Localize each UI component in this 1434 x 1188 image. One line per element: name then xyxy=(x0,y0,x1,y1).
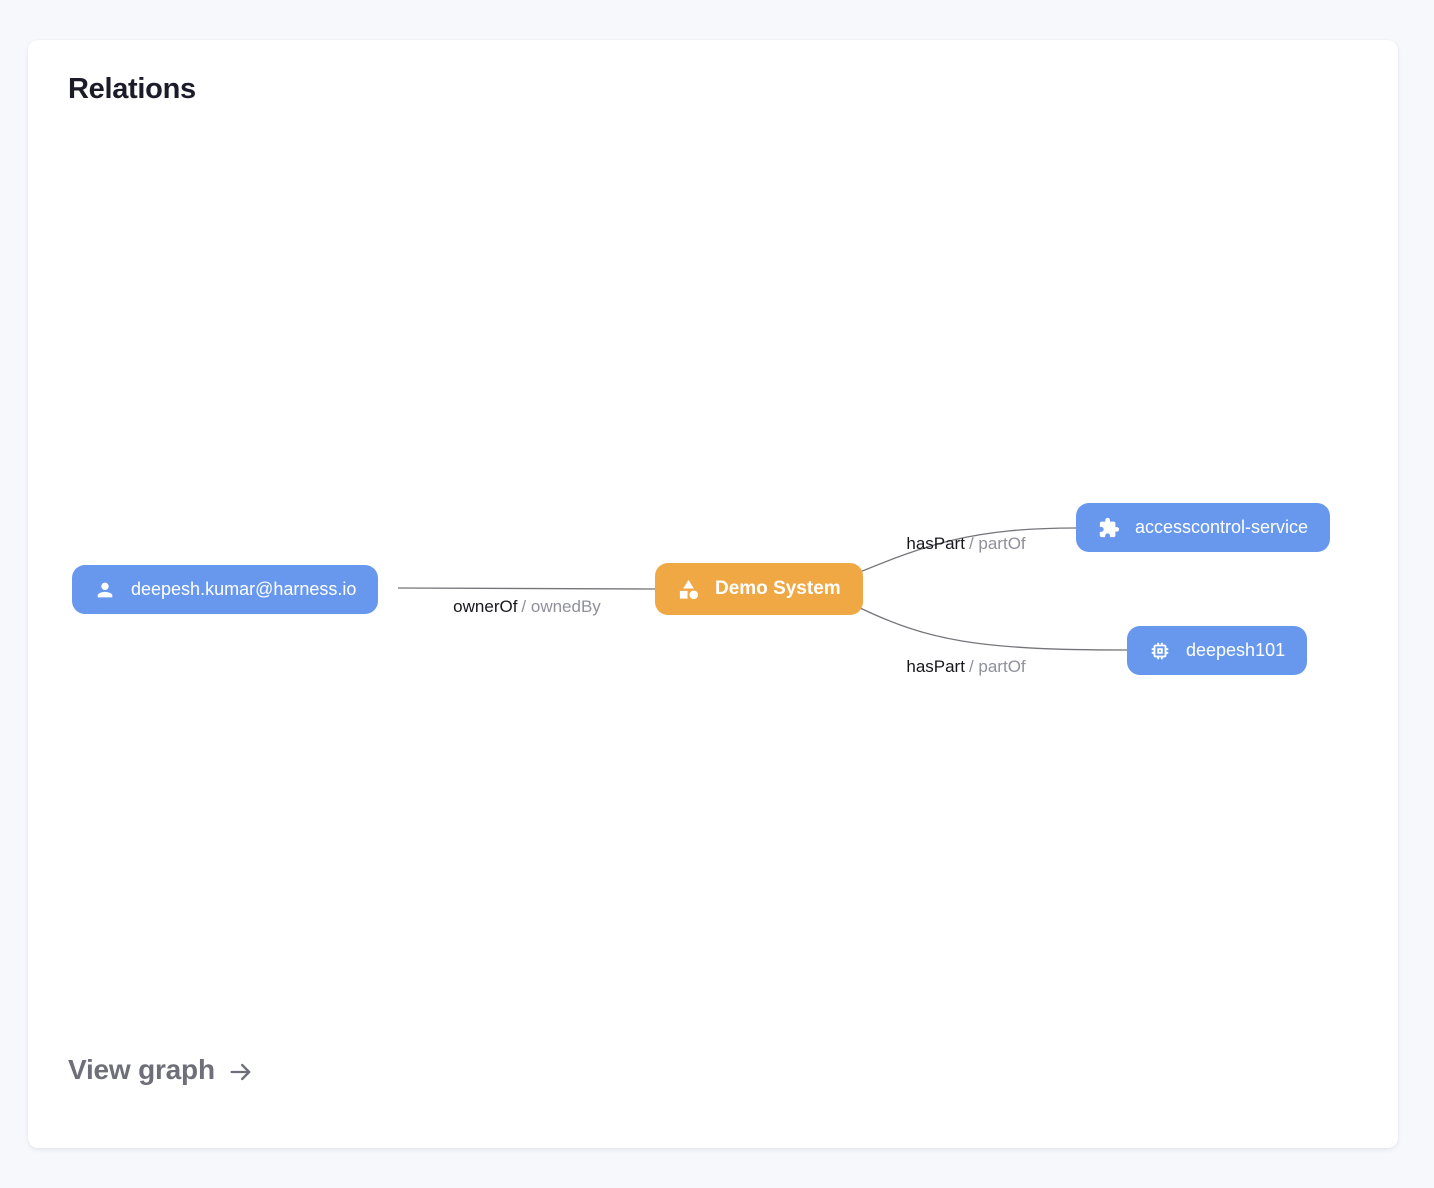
node-demo-system[interactable]: Demo System xyxy=(655,563,863,615)
relations-card: Relations ownerOf/ ownedBy hasPart/ part… xyxy=(28,40,1398,1148)
node-accesscontrol-service[interactable]: accesscontrol-service xyxy=(1076,503,1331,552)
person-icon xyxy=(94,579,116,601)
node-label: deepesh101 xyxy=(1186,640,1286,660)
chip-icon xyxy=(1149,640,1171,662)
edge-haspart-bottom xyxy=(855,605,1128,651)
edge-label-secondary: / ownedBy xyxy=(521,597,601,616)
edge-label-ownerof: ownerOf/ ownedBy xyxy=(453,597,601,617)
edge-owner xyxy=(397,587,656,590)
edge-label-haspart-bottom: hasPart/ partOf xyxy=(906,657,1025,677)
edge-label-haspart-top: hasPart/ partOf xyxy=(906,534,1025,554)
node-label: Demo System xyxy=(715,578,841,599)
arrow-right-icon xyxy=(230,1063,251,1080)
node-deepesh101[interactable]: deepesh101 xyxy=(1127,626,1308,675)
edge-label-primary: hasPart xyxy=(906,534,965,553)
card-title: Relations xyxy=(68,73,196,105)
edge-label-primary: hasPart xyxy=(906,657,965,676)
card-footer: View graph xyxy=(68,1054,255,1086)
node-label: deepesh.kumar@harness.io xyxy=(131,579,357,599)
puzzle-icon xyxy=(1098,517,1120,539)
relations-graph: ownerOf/ ownedBy hasPart/ partOf hasPart… xyxy=(28,40,1398,1148)
category-icon xyxy=(677,578,700,601)
view-graph-label: View graph xyxy=(68,1054,215,1085)
edge-label-secondary: / partOf xyxy=(968,657,1026,676)
node-label: accesscontrol-service xyxy=(1135,517,1309,537)
node-user[interactable]: deepesh.kumar@harness.io xyxy=(72,565,379,614)
edge-label-secondary: / partOf xyxy=(968,534,1026,553)
edge-label-primary: ownerOf xyxy=(453,597,518,616)
view-graph-link[interactable]: View graph xyxy=(68,1054,255,1086)
